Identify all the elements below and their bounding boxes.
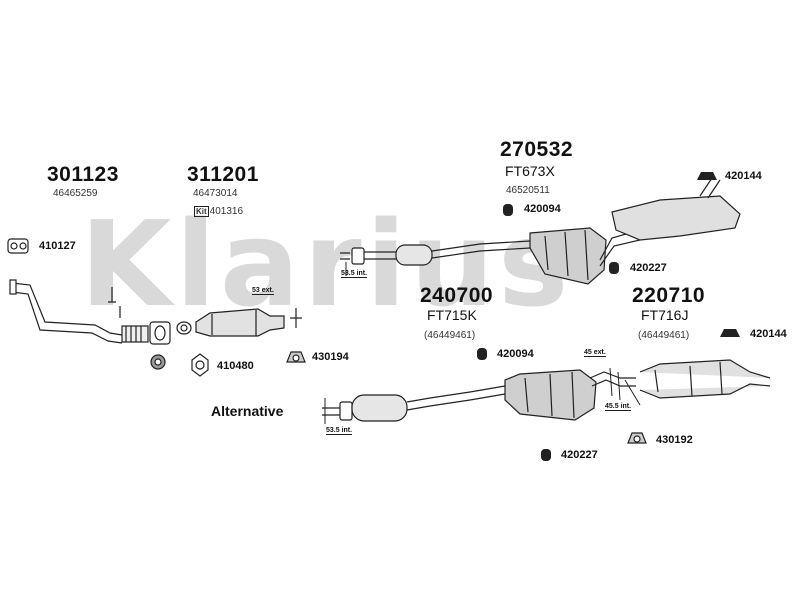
group-oe-270532: 46520511 — [506, 185, 550, 196]
rubber-mount-420094-mid-icon — [477, 348, 487, 360]
group-code-301123: 301123 — [47, 163, 119, 186]
seal-icon — [150, 354, 166, 370]
flex-joint — [121, 321, 171, 345]
watermark-logo: Klarius — [80, 195, 573, 333]
group-ft-220710: FT716J — [641, 307, 689, 323]
group-oe-311201: 46473014 — [193, 188, 238, 199]
dimension-53-5-int-top: 53.5 int. — [341, 270, 368, 278]
part-420144-top: 420144 — [725, 170, 762, 182]
hanger-420144-mid-icon — [720, 329, 740, 337]
rear-system-270532 — [340, 177, 741, 285]
group-code-311201: 311201 — [187, 163, 259, 186]
part-410480: 410480 — [217, 360, 254, 372]
group-ft-240700: FT715K — [427, 307, 477, 323]
part-420094-mid: 420094 — [497, 348, 534, 360]
mount-430194-icon — [286, 351, 306, 363]
kit-number: 401316 — [209, 206, 244, 217]
group-code-270532: 270532 — [500, 138, 574, 161]
hanger-420144-top-icon — [697, 172, 717, 180]
part-420144-mid: 420144 — [750, 328, 787, 340]
dimension-53-ext: 53 ext. — [252, 287, 274, 295]
alternative-system — [322, 359, 771, 422]
group-oe-301123: 46465259 — [53, 188, 98, 199]
group-code-220710: 220710 — [632, 284, 706, 307]
part-430192: 430192 — [656, 434, 693, 446]
part-420227-top: 420227 — [630, 262, 667, 274]
front-downpipe — [9, 279, 123, 344]
alternative-label: Alternative — [211, 403, 284, 419]
part-410127: 410127 — [39, 240, 76, 252]
group-code-240700: 240700 — [420, 284, 494, 307]
group-ft-270532: FT673X — [505, 163, 555, 179]
kit-badge: Kit — [194, 206, 209, 217]
catalytic-converter — [195, 308, 285, 337]
rubber-mount-420094-top-icon — [503, 204, 513, 216]
part-420094-top: 420094 — [524, 203, 561, 215]
mount-430192-icon — [627, 432, 647, 444]
joint-ring — [176, 321, 192, 335]
part-430194: 430194 — [312, 351, 349, 363]
rubber-mount-420227-bot-icon — [541, 449, 551, 461]
dimension-45-ext: 45 ext. — [584, 349, 606, 357]
ring-410480-icon — [191, 353, 209, 377]
group-oe-240700: (46449461) — [424, 330, 476, 341]
part-420227-bot: 420227 — [561, 449, 598, 461]
clamp-410127-icon — [7, 238, 29, 254]
group-oe-220710: (46449461) — [638, 330, 690, 341]
rubber-mount-420227-top-icon — [609, 262, 619, 274]
dimension-45-5-int: 45.5 int. — [605, 403, 632, 411]
dimension-53-5-int-alt: 53.5 int. — [326, 427, 353, 435]
